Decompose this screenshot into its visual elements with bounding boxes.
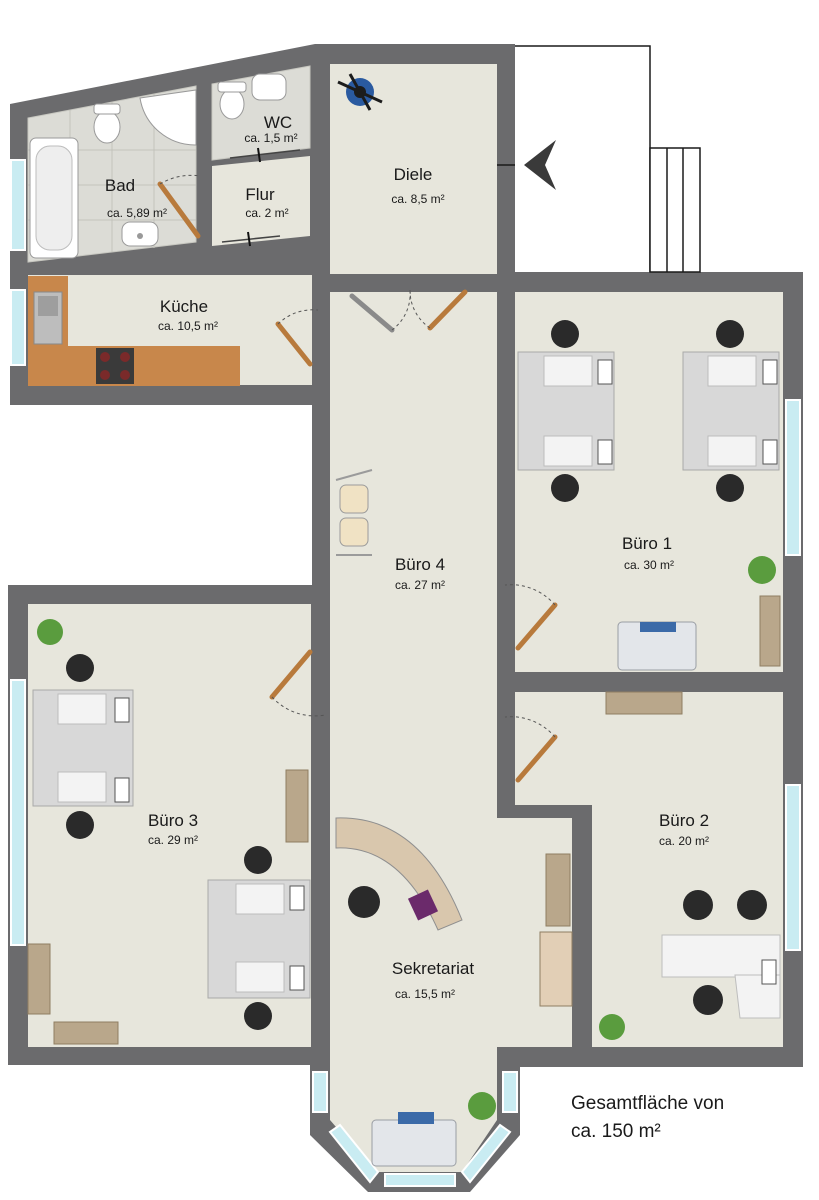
room-name-wc: WC <box>264 113 292 132</box>
room-bad: Bad ca. 5,89 m² <box>105 176 167 220</box>
buero1-desks <box>517 320 780 502</box>
room-name-sekretariat: Sekretariat <box>392 959 474 978</box>
room-area-buero3: ca. 29 m² <box>148 833 198 847</box>
room-kueche: Küche ca. 10,5 m² <box>158 297 218 333</box>
room-name-buero4: Büro 4 <box>395 555 445 574</box>
bathtub <box>29 137 79 259</box>
room-area-kueche: ca. 10,5 m² <box>158 319 218 333</box>
sink-icon <box>121 221 159 247</box>
room-area-diele: ca. 8,5 m² <box>391 192 444 206</box>
total-area: Gesamtfläche von ca. 150 m² <box>571 1093 724 1142</box>
kitchen-counter <box>28 276 240 386</box>
room-area-bad: ca. 5,89 m² <box>107 206 167 220</box>
room-buero1: Büro 1 ca. 30 m² <box>622 534 674 572</box>
shower-icon <box>139 89 197 146</box>
buero1-plant-icon <box>748 556 776 584</box>
total-area-line2: ca. 150 m² <box>571 1121 661 1142</box>
room-name-buero2: Büro 2 <box>659 811 709 830</box>
buero3-furniture <box>27 619 311 1045</box>
room-buero3: Büro 3 ca. 29 m² <box>148 811 198 847</box>
room-area-buero2: ca. 20 m² <box>659 834 709 848</box>
room-name-flur: Flur <box>245 185 275 204</box>
wc-sink-icon <box>251 73 287 101</box>
room-name-diele: Diele <box>394 165 433 184</box>
swivel-chair <box>337 73 383 111</box>
room-name-buero3: Büro 3 <box>148 811 198 830</box>
room-flur: Flur ca. 2 m² <box>245 185 288 220</box>
windows <box>10 159 801 1187</box>
total-area-line1: Gesamtfläche von <box>571 1093 724 1114</box>
entrance-arrow-icon <box>524 140 556 190</box>
room-area-wc: ca. 1,5 m² <box>244 131 297 145</box>
toilet-icon <box>93 103 121 144</box>
wc-toilet-icon <box>217 81 247 120</box>
buero1-copier <box>617 621 697 671</box>
room-diele: Diele ca. 8,5 m² <box>391 165 444 206</box>
room-name-bad: Bad <box>105 176 135 195</box>
buero1-shelf <box>759 595 781 667</box>
room-wc: WC ca. 1,5 m² <box>244 113 297 145</box>
sekretariat-floor <box>330 800 572 1172</box>
room-area-sekretariat: ca. 15,5 m² <box>395 987 455 1001</box>
room-area-buero1: ca. 30 m² <box>624 558 674 572</box>
room-buero2: Büro 2 ca. 20 m² <box>659 811 709 848</box>
flur-floor <box>212 156 310 246</box>
entrance-stairs <box>497 45 701 273</box>
sekretariat-plant-icon <box>468 1092 496 1120</box>
buero3-plant-icon <box>37 619 63 645</box>
room-name-buero1: Büro 1 <box>622 534 672 553</box>
buero2-plant-icon <box>599 1014 625 1040</box>
corridor-chairs <box>335 469 373 556</box>
room-name-kueche: Küche <box>160 297 208 316</box>
doors <box>157 147 558 783</box>
buero2-furniture <box>599 691 781 1040</box>
room-area-flur: ca. 2 m² <box>245 206 288 220</box>
room-sekretariat: Sekretariat ca. 15,5 m² <box>392 959 474 1001</box>
room-area-buero4: ca. 27 m² <box>395 578 445 592</box>
reception-desk <box>335 817 573 1007</box>
sekretariat-copier <box>371 1112 457 1167</box>
room-buero4: Büro 4 ca. 27 m² <box>395 555 445 592</box>
